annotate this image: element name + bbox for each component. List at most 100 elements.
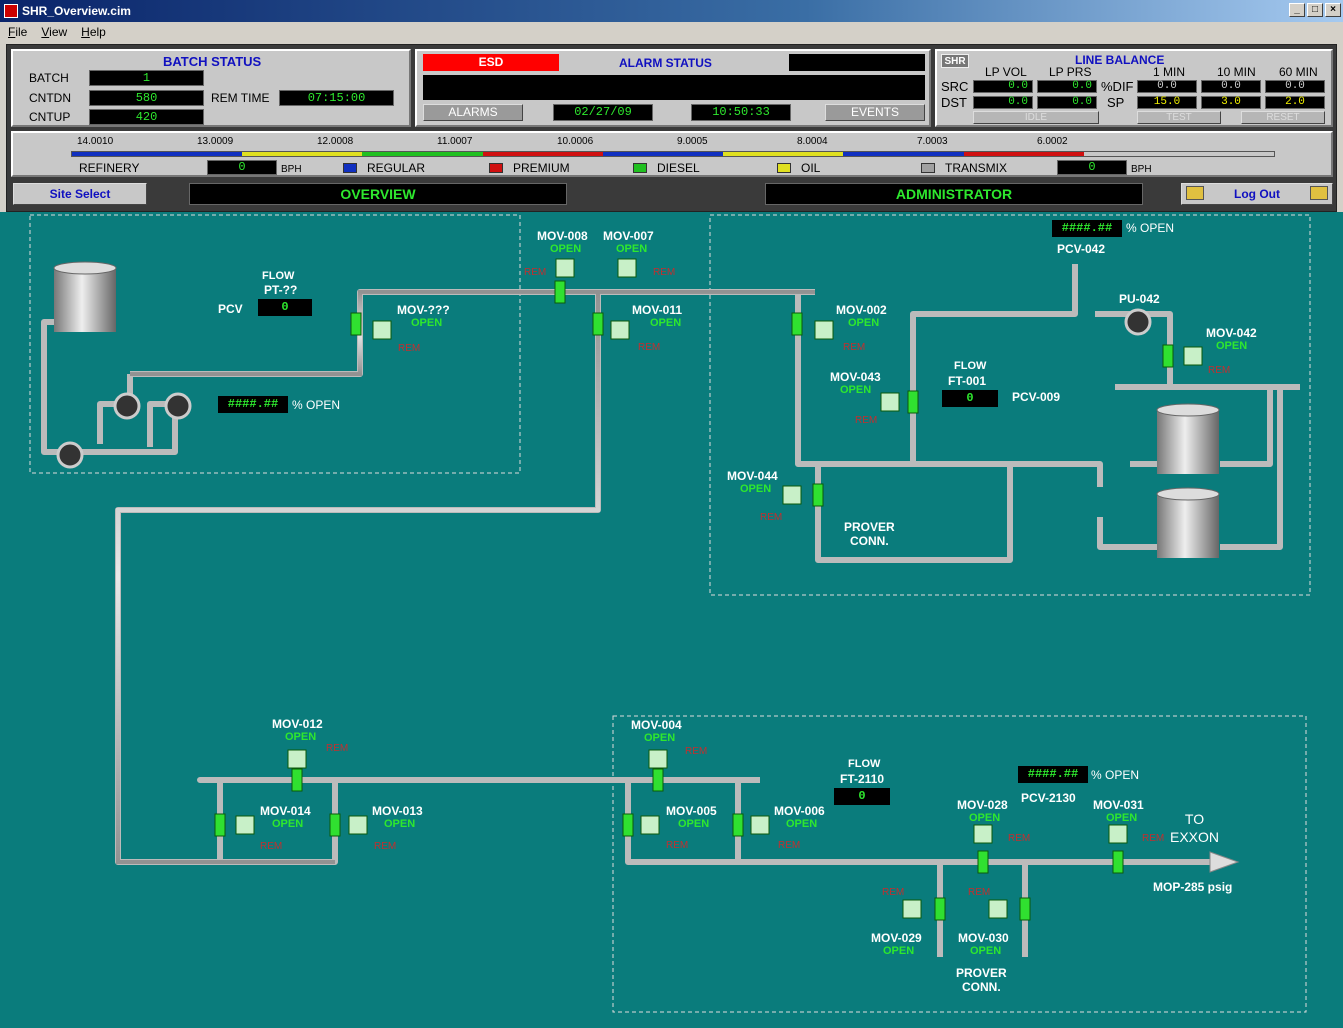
menu-help[interactable]: Help xyxy=(81,25,106,39)
pcv-open-display: ####.## xyxy=(218,396,288,413)
pcv-009-label[interactable]: PCV-009 xyxy=(1012,390,1061,404)
mov-valve-icon[interactable] xyxy=(907,390,919,414)
mov-006-status: OPEN xyxy=(786,818,818,830)
screen-name-display: OVERVIEW xyxy=(189,183,567,205)
mov-029-label[interactable]: MOV-029 xyxy=(871,931,922,945)
mov-valve-icon[interactable] xyxy=(750,815,770,835)
mov-valve-icon[interactable] xyxy=(214,813,226,837)
mov-valve-icon[interactable] xyxy=(372,320,392,340)
reset-button[interactable]: RESET xyxy=(1241,111,1325,124)
mov-valve-icon[interactable] xyxy=(988,899,1008,919)
mov-013-label[interactable]: MOV-013 xyxy=(372,804,423,818)
pu-042-label[interactable]: PU-042 xyxy=(1119,292,1160,306)
menu-view[interactable]: View xyxy=(41,25,68,39)
menu-file[interactable]: File xyxy=(8,25,28,39)
mov-valve-icon[interactable] xyxy=(1162,344,1174,368)
test-button[interactable]: TEST xyxy=(1137,111,1221,124)
mov-valve-icon[interactable] xyxy=(973,824,993,844)
mov-014-label[interactable]: MOV-014 xyxy=(260,804,311,818)
batch-value: 1 xyxy=(89,70,204,86)
mov-valve-icon[interactable] xyxy=(291,768,303,792)
mov-042-label[interactable]: MOV-042 xyxy=(1206,326,1257,340)
close-button[interactable]: × xyxy=(1325,3,1341,17)
line-balance-panel: SHR LINE BALANCE LP VOL LP PRS 1 MIN 10 … xyxy=(935,49,1333,127)
flow-ft2110-tag: FT-2110 xyxy=(840,772,885,786)
mov-031-status: OPEN xyxy=(1106,812,1138,824)
mov-valve-icon[interactable] xyxy=(934,897,946,921)
tick-label: 13.0009 xyxy=(197,136,234,147)
mov-012-rem: REM xyxy=(326,743,349,754)
idle-button[interactable]: IDLE xyxy=(973,111,1099,124)
pcv-2130-open-label: % OPEN xyxy=(1091,768,1140,782)
log-out-button[interactable]: Log Out xyxy=(1181,183,1333,205)
batch-line-bar xyxy=(71,151,1275,157)
mov-valve-icon[interactable] xyxy=(640,815,660,835)
mov-valve-icon[interactable] xyxy=(880,392,900,412)
mov-valve-icon[interactable] xyxy=(652,768,664,792)
pcv-2130-label[interactable]: PCV-2130 xyxy=(1021,791,1076,805)
mov-valve-icon[interactable] xyxy=(348,815,368,835)
mov-valve-icon[interactable] xyxy=(812,483,824,507)
mov-011-status: OPEN xyxy=(650,317,682,329)
mov-valve-icon[interactable] xyxy=(350,312,362,336)
mov-valve-icon[interactable] xyxy=(555,258,575,278)
mov-030-status: OPEN xyxy=(970,945,1002,957)
mov-valve-icon[interactable] xyxy=(554,280,566,304)
key-icon-right xyxy=(1310,186,1328,200)
mov-valve-icon[interactable] xyxy=(648,749,668,769)
mov-valve-icon[interactable] xyxy=(622,813,634,837)
legend-swatch xyxy=(633,163,647,173)
mov-valve-icon[interactable] xyxy=(1019,897,1031,921)
app-icon xyxy=(4,4,18,18)
mov-043-label[interactable]: MOV-043 xyxy=(830,370,881,384)
mov-044-label[interactable]: MOV-044 xyxy=(727,469,778,483)
lp-vol-label: LP VOL xyxy=(985,65,1027,79)
minimize-button[interactable]: _ xyxy=(1289,3,1305,17)
mov-valve-icon[interactable] xyxy=(592,312,604,336)
mov-unknown-label[interactable]: MOV-??? xyxy=(397,303,450,317)
mov-valve-icon[interactable] xyxy=(617,258,637,278)
mov-valve-icon[interactable] xyxy=(814,320,834,340)
alarms-button[interactable]: ALARMS xyxy=(423,104,523,121)
mov-004-label[interactable]: MOV-004 xyxy=(631,718,682,732)
mov-002-label[interactable]: MOV-002 xyxy=(836,303,887,317)
mov-valve-icon[interactable] xyxy=(977,850,989,874)
mov-011-label[interactable]: MOV-011 xyxy=(632,303,683,317)
batch-status-panel: BATCH STATUS BATCH 1 CNTDN 580 CNTUP 420… xyxy=(11,49,411,127)
mov-008-label[interactable]: MOV-008 xyxy=(537,229,588,243)
mov-028-label[interactable]: MOV-028 xyxy=(957,798,1008,812)
events-button[interactable]: EVENTS xyxy=(825,104,925,121)
mov-007-label[interactable]: MOV-007 xyxy=(603,229,654,243)
mov-valve-icon[interactable] xyxy=(329,813,341,837)
mov-030-label[interactable]: MOV-030 xyxy=(958,931,1009,945)
refinery-bph: BPH xyxy=(281,164,302,175)
mov-014-status: OPEN xyxy=(272,818,304,830)
flow-pt-label: FLOW xyxy=(262,270,295,282)
mov-valve-icon[interactable] xyxy=(1108,824,1128,844)
alarm-time: 10:50:33 xyxy=(691,104,791,121)
mov-valve-icon[interactable] xyxy=(610,320,630,340)
mov-012-label[interactable]: MOV-012 xyxy=(272,717,323,731)
mov-044-rem: REM xyxy=(760,512,783,523)
mov-valve-icon[interactable] xyxy=(791,312,803,336)
site-select-button[interactable]: Site Select xyxy=(13,183,147,205)
legend-label: OIL xyxy=(801,161,821,175)
mov-029-rem: REM xyxy=(882,887,905,898)
mov-valve-icon[interactable] xyxy=(287,749,307,769)
mov-unknown-rem: REM xyxy=(398,343,421,354)
maximize-button[interactable]: □ xyxy=(1307,3,1323,17)
alarm-status-title: ALARM STATUS xyxy=(619,56,712,70)
pcv-042-label[interactable]: PCV-042 xyxy=(1057,242,1106,256)
mov-006-label[interactable]: MOV-006 xyxy=(774,804,825,818)
mov-valve-icon[interactable] xyxy=(1112,850,1124,874)
mov-valve-icon[interactable] xyxy=(782,485,802,505)
esd-indicator[interactable]: ESD xyxy=(423,54,559,71)
mov-valve-icon[interactable] xyxy=(1183,346,1203,366)
mov-valve-icon[interactable] xyxy=(235,815,255,835)
mov-002-status: OPEN xyxy=(848,317,880,329)
flow-ft001-value: 0 xyxy=(942,390,998,407)
mov-valve-icon[interactable] xyxy=(902,899,922,919)
mov-005-label[interactable]: MOV-005 xyxy=(666,804,717,818)
mov-031-label[interactable]: MOV-031 xyxy=(1093,798,1144,812)
mov-valve-icon[interactable] xyxy=(732,813,744,837)
